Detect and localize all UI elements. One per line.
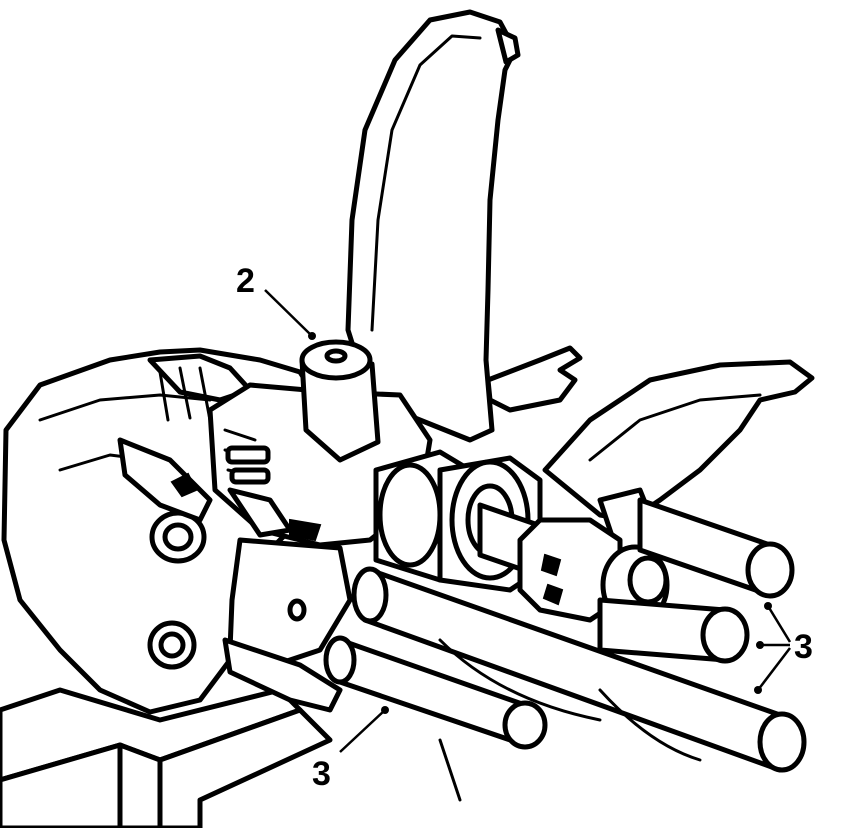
selector-rod-bottom — [323, 635, 548, 750]
callout-3-right-dot-b — [756, 641, 764, 649]
shift-lever — [345, 9, 583, 443]
lower-gear — [438, 638, 702, 802]
callout-3-right-leader-a — [766, 605, 792, 643]
callout-3-bottom: 3 — [312, 706, 389, 793]
callout-2-label: 2 — [236, 262, 255, 300]
selector-rods-right — [351, 497, 807, 773]
callout-3-right-dot-c — [754, 686, 762, 694]
callout-2-leader — [264, 289, 313, 337]
callout-3-bottom-dot — [381, 706, 389, 714]
callout-2: 2 — [236, 262, 316, 340]
callout-3-right-dot-a — [764, 602, 772, 610]
callout-3-right-leader-c — [757, 647, 791, 691]
support-rail — [0, 687, 333, 828]
callout-3-bottom-leader — [339, 709, 386, 753]
callout-3-right-label: 3 — [794, 628, 813, 666]
vertical-shaft — [299, 339, 381, 463]
callout-3-right: 3 — [754, 602, 813, 694]
callout-2-dot — [308, 332, 316, 340]
callout-3-bottom-label: 3 — [312, 755, 331, 793]
